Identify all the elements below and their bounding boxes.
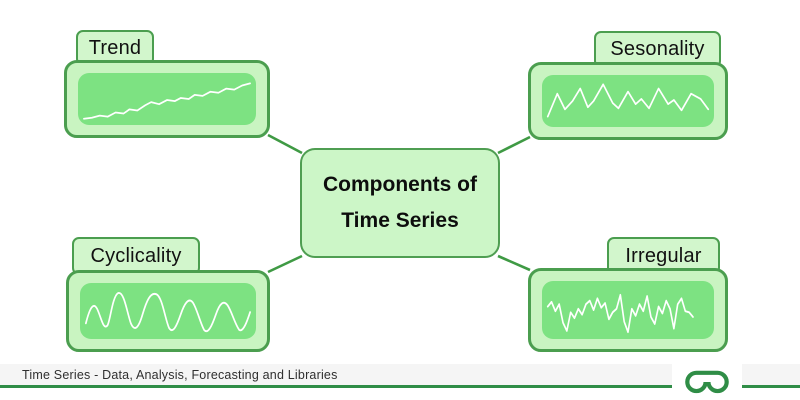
irregular-sparkline: [546, 293, 694, 334]
cyclicality-chart-panel: [80, 283, 256, 339]
trend-sparkline: [83, 82, 251, 120]
seasonality-chart-panel: [542, 75, 714, 127]
trend-box: [64, 60, 270, 138]
cyclicality-sparkline: [85, 292, 251, 333]
cyclicality-sparkline-chart: [85, 292, 251, 333]
footer-bar: Time Series - Data, Analysis, Forecastin…: [0, 364, 800, 388]
geeksforgeeks-logo-icon: [685, 370, 729, 393]
center-node: Components of Time Series: [300, 148, 500, 258]
seasonality-box: [528, 62, 728, 140]
connector-cyclicality: [267, 254, 303, 274]
irregular-box: [528, 268, 728, 352]
cyclicality-tab-label: Cyclicality: [72, 237, 200, 275]
irregular-sparkline-chart: [546, 293, 694, 334]
seasonality-label-text: Sesonality: [610, 38, 705, 60]
trend-label-text: Trend: [88, 36, 142, 59]
cyclicality-label-text: Cyclicality: [90, 244, 182, 267]
logo-area: [672, 360, 742, 400]
trend-chart-panel: [78, 73, 256, 125]
connector-irregular: [497, 254, 531, 272]
connector-seasonality: [497, 135, 531, 155]
connector-trend: [267, 133, 303, 155]
irregular-label-text: Irregular: [625, 244, 702, 267]
irregular-chart-panel: [542, 281, 714, 339]
seasonality-sparkline: [546, 83, 710, 118]
center-title-line2: Time Series: [341, 209, 459, 232]
footer-caption: Time Series - Data, Analysis, Forecastin…: [22, 368, 338, 382]
cyclicality-box: [66, 270, 270, 352]
trend-sparkline-chart: [83, 82, 251, 120]
center-title-line1: Components of: [323, 173, 477, 196]
seasonality-sparkline-chart: [546, 83, 710, 118]
trend-tab-label: Trend: [76, 30, 154, 66]
